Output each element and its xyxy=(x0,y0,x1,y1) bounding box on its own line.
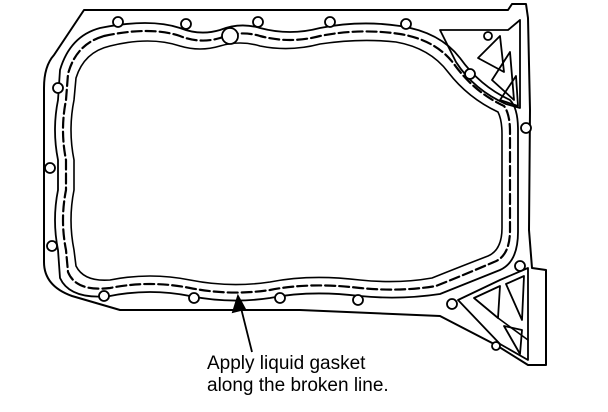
bolt-hole xyxy=(98,290,110,302)
bolt-hole xyxy=(274,292,286,304)
gasket-broken-line xyxy=(61,29,512,294)
bolt-hole xyxy=(252,16,264,28)
bolt-hole xyxy=(52,82,64,94)
upper-rib-frame xyxy=(439,19,521,109)
callout-leader-line xyxy=(239,303,253,353)
bolt-hole xyxy=(44,162,56,174)
lower-rib-divider xyxy=(497,317,529,341)
lower-rib-slot-3 xyxy=(503,325,523,355)
bolt-hole xyxy=(46,240,58,252)
lower-rib-slot-2 xyxy=(505,275,525,321)
bolt-hole xyxy=(112,16,124,28)
upper-rib-slot-2 xyxy=(491,51,515,101)
dowel-hole xyxy=(221,27,239,45)
upper-rib-slot-1 xyxy=(477,35,505,73)
bolt-hole xyxy=(514,260,526,272)
callout-line-1: Apply liquid gasket xyxy=(207,353,366,374)
bolt-hole xyxy=(491,341,501,351)
pan-inner-outline xyxy=(54,22,519,302)
upper-rib-slot-3 xyxy=(499,75,519,107)
bolt-hole xyxy=(520,122,532,134)
pan-outer-outline xyxy=(43,3,547,366)
lower-rib-frame xyxy=(457,267,529,361)
bolt-hole xyxy=(464,68,476,80)
pan-cavity-outline xyxy=(70,39,503,286)
bolt-hole xyxy=(483,31,493,41)
gasket-callout-text: Apply liquid gasket along the broken lin… xyxy=(207,353,389,397)
bolt-hole xyxy=(324,16,336,28)
bolt-hole xyxy=(188,292,200,304)
callout-line-2: along the broken line. xyxy=(207,375,389,396)
callout-arrowhead xyxy=(231,293,247,314)
bolt-hole xyxy=(352,294,364,306)
bolt-hole xyxy=(400,18,412,30)
lower-rib-slot-1 xyxy=(473,285,501,319)
bolt-hole xyxy=(180,18,192,30)
bolt-hole xyxy=(446,298,458,310)
